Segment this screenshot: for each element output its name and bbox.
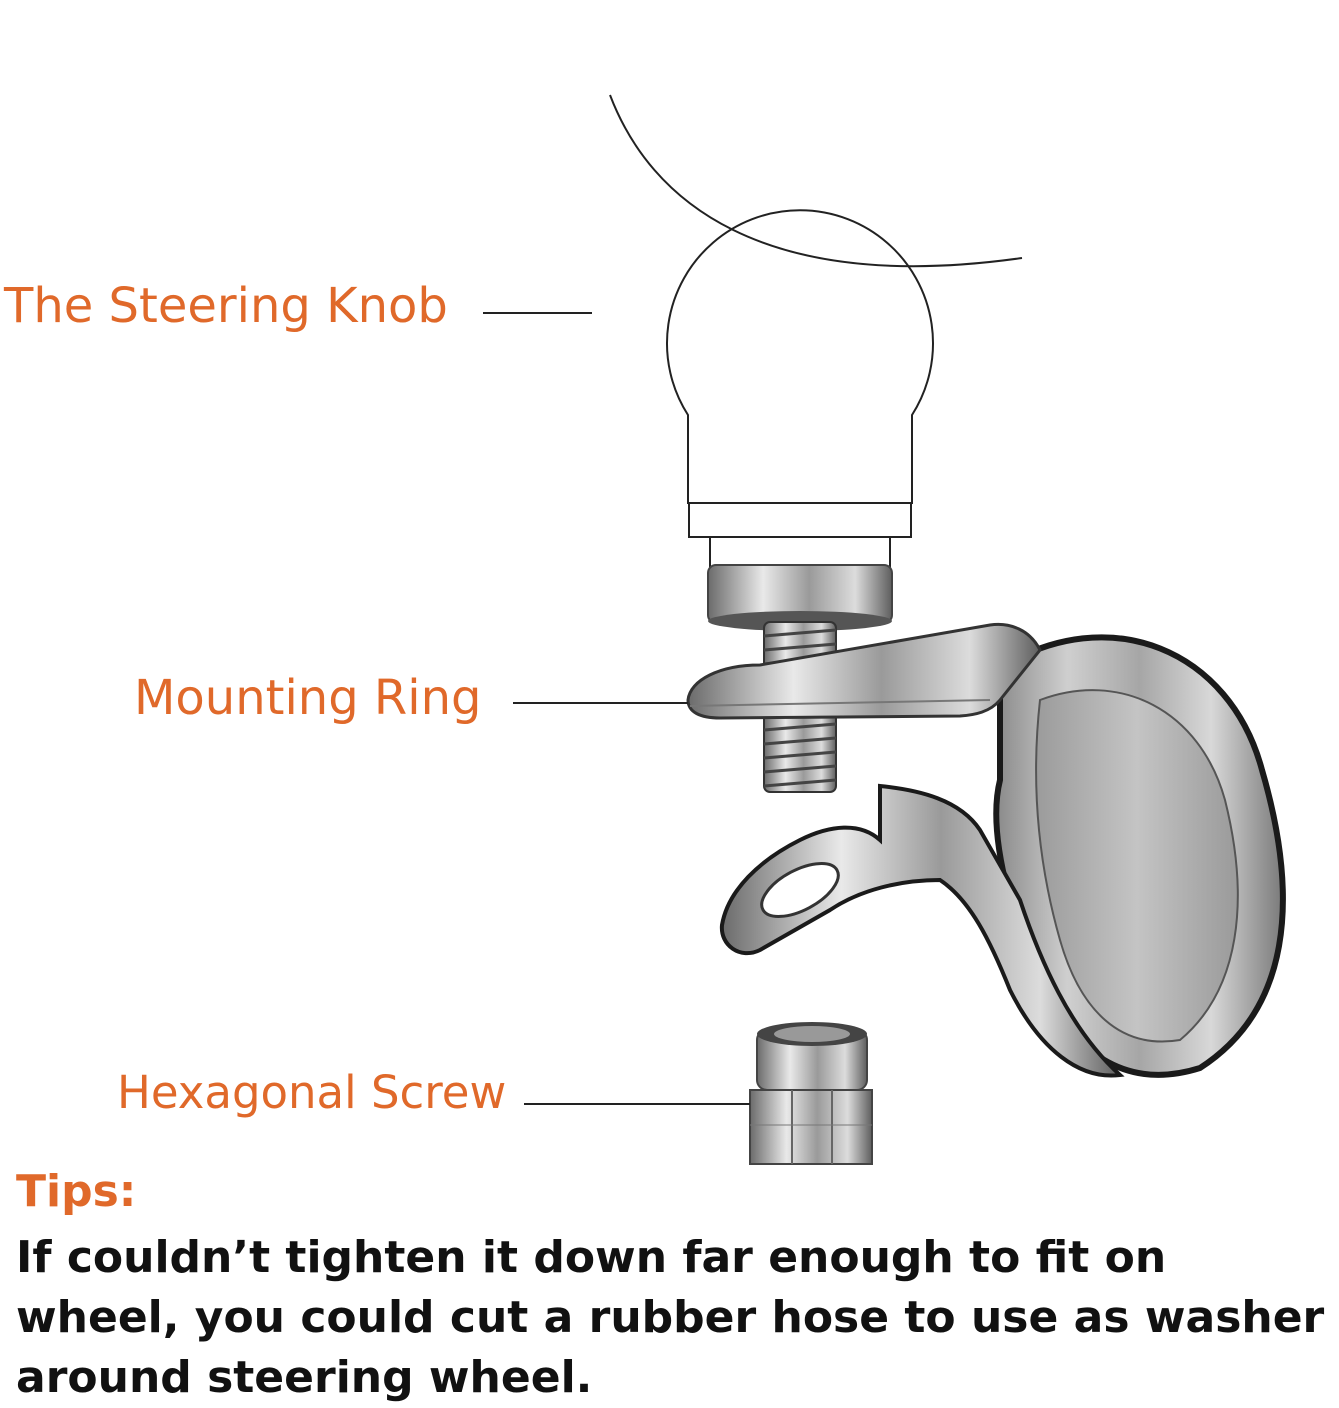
label-hexagonal-screw: Hexagonal Screw xyxy=(117,1066,507,1119)
clamp-lower-arm xyxy=(719,783,1125,1078)
hex-nut xyxy=(749,1022,873,1165)
label-mounting-ring: Mounting Ring xyxy=(134,670,482,726)
tips-heading: Tips: xyxy=(16,1166,137,1217)
steering-knob xyxy=(609,94,1023,568)
label-steering-knob: The Steering Knob xyxy=(4,278,448,334)
leader-lines xyxy=(483,312,750,1105)
tips-body: If couldn’t tighten it down far enough t… xyxy=(16,1232,1325,1403)
